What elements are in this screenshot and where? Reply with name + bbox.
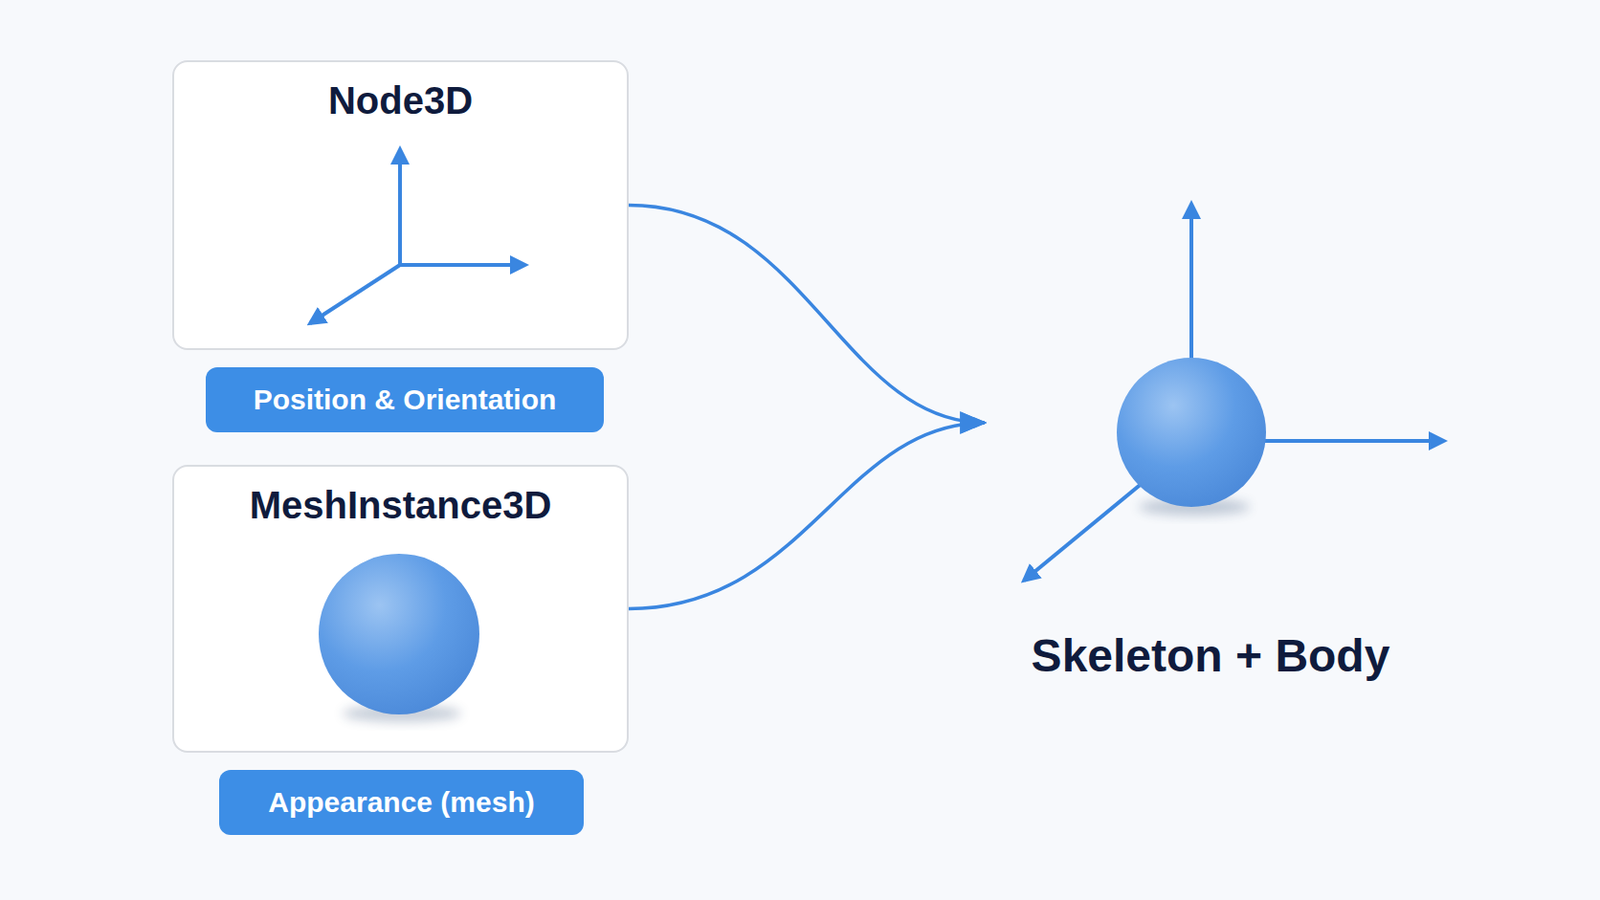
component-box: Node3D [172, 60, 629, 351]
component-box: MeshInstance3D [172, 465, 629, 754]
caption-pill: Position & Orientation [205, 367, 604, 433]
flow-arrow [628, 205, 985, 424]
node-label: MeshInstance3D [174, 484, 627, 528]
caption-pill: Appearance (mesh) [219, 770, 584, 836]
node-label: Skeleton + Body [984, 629, 1437, 683]
result-node: Skeleton + Body [984, 164, 1483, 682]
flow-arrow [628, 422, 985, 610]
axes-icon [310, 149, 526, 324]
skeleton-body-icon [1023, 203, 1445, 581]
node-label: Appearance (mesh) [267, 786, 534, 820]
node-label: Position & Orientation [253, 383, 557, 417]
node-label: Node3D [174, 79, 627, 123]
sphere-icon [318, 554, 480, 723]
